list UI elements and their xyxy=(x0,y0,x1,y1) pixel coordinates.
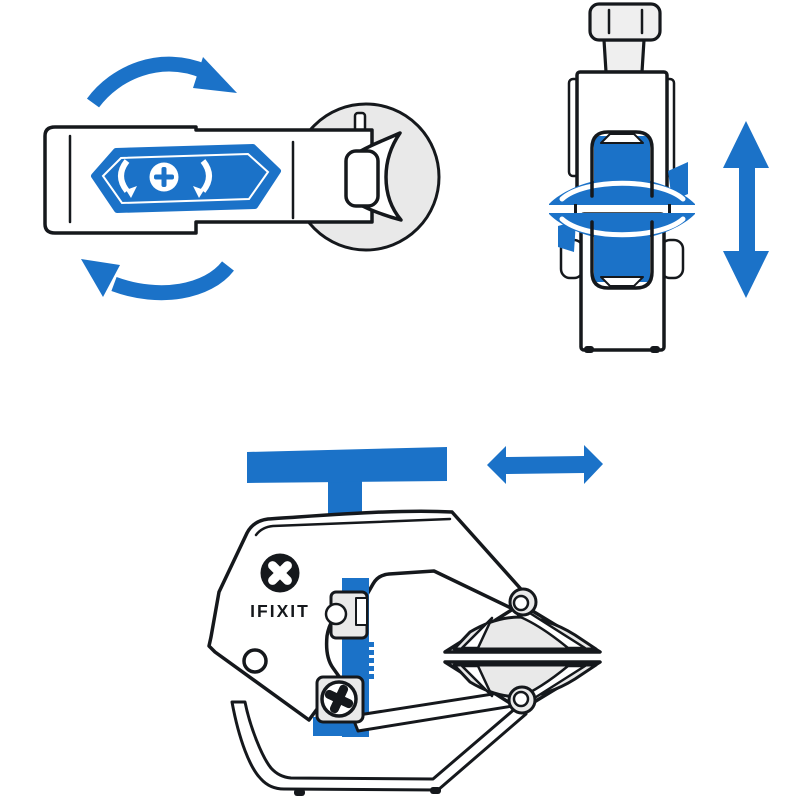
foot-left xyxy=(584,346,594,353)
lower-cup-holder-bracket xyxy=(590,220,654,290)
front-view-vertical xyxy=(549,2,769,353)
body-hole xyxy=(242,648,268,674)
dial-panel-inner-outline xyxy=(101,152,270,205)
dial-rotate-right-glyph-head-icon xyxy=(193,186,204,198)
lower-holder-highlight xyxy=(600,276,644,287)
vertical-motion-arrow-icon xyxy=(723,121,769,298)
rotate-cw-arrow-top-head-icon xyxy=(193,57,237,93)
knob-neck xyxy=(602,38,646,74)
rotate-cw-arrow-bottom-head-icon xyxy=(81,259,120,297)
upper-cup-holder-bracket xyxy=(590,130,654,198)
jaw-spike-lower-left xyxy=(460,664,494,698)
upper-holder-highlight xyxy=(600,133,644,144)
body-top-inner-line xyxy=(254,517,452,537)
dial-panel xyxy=(91,144,281,213)
t-handle-bar xyxy=(247,447,447,483)
grip-hook xyxy=(344,149,380,208)
slider-bracket-notch xyxy=(355,597,368,626)
foot-right xyxy=(650,346,660,353)
top-view-rotation xyxy=(43,56,441,301)
dial-plus-icon-vertical xyxy=(161,167,167,187)
foot-left xyxy=(294,789,305,796)
dial-rotate-left-glyph-head-icon xyxy=(126,186,137,198)
rotate-cw-arrow-bottom-icon xyxy=(111,261,234,301)
slider-pivot-hole xyxy=(324,602,348,626)
main-side-view: IFIXIT xyxy=(207,445,603,796)
brand-text: IFIXIT xyxy=(250,601,310,621)
horizontal-motion-arrow-icon xyxy=(487,445,603,484)
gap-tick-right xyxy=(668,204,671,213)
lower-pivot-pin xyxy=(512,690,530,708)
rotate-cw-arrow-top-icon xyxy=(86,56,209,108)
upper-pivot-pin xyxy=(512,594,530,612)
lower-cup-highlight xyxy=(559,216,686,238)
ifixit-logo-x-icon xyxy=(268,561,292,585)
gap-tick-left xyxy=(574,204,577,213)
jaw-spike-upper-left xyxy=(460,616,494,650)
tension-knob xyxy=(588,2,662,42)
jaw-spike-upper-right xyxy=(516,608,587,650)
phillips-cross-icon xyxy=(324,684,354,714)
dial-rotate-left-glyph-icon xyxy=(118,159,130,193)
foot-right xyxy=(430,787,441,794)
upper-cup-highlight xyxy=(559,180,686,202)
dial-rotate-right-glyph-icon xyxy=(200,159,212,193)
